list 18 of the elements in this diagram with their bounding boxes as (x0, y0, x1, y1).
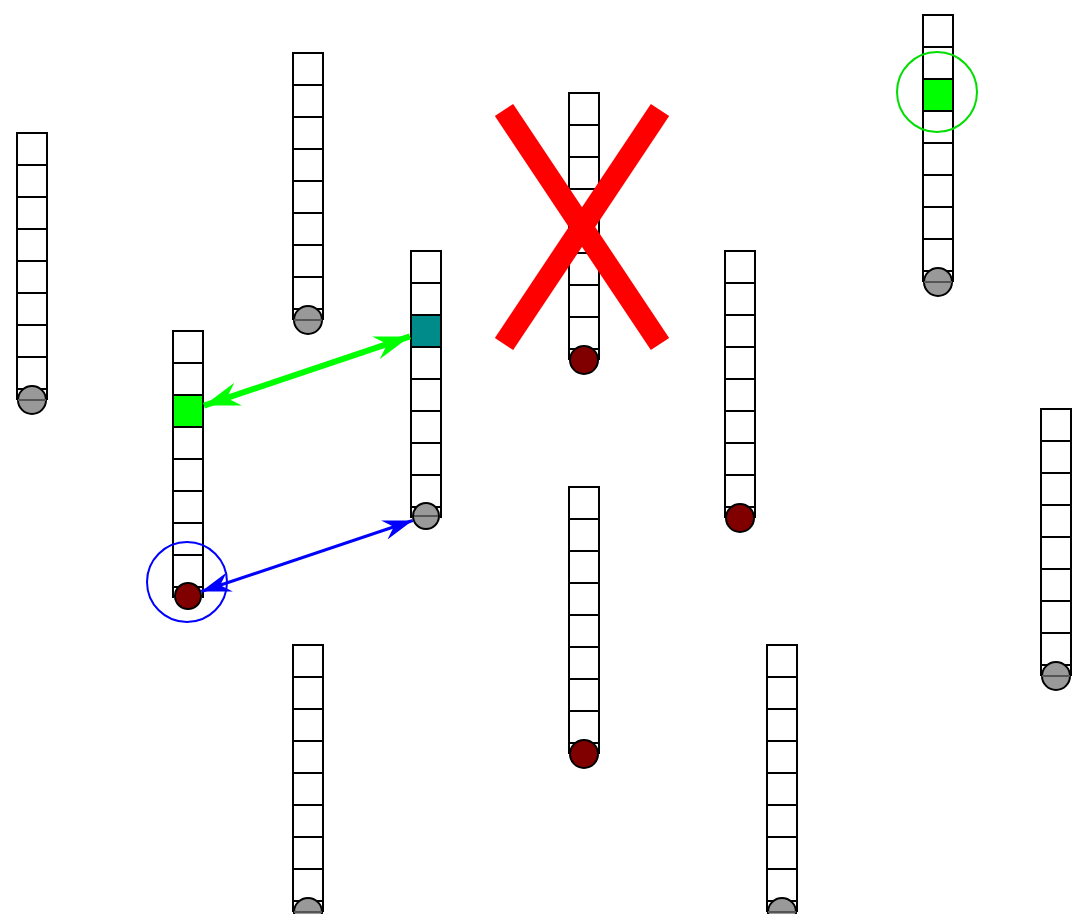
cell-column (1040, 408, 1072, 692)
cell-column (172, 330, 204, 614)
highlighted-cell (172, 394, 204, 428)
highlighted-cell (922, 78, 954, 112)
cell-column (16, 132, 48, 416)
double-arrow (203, 333, 411, 409)
highlighted-cell (410, 314, 442, 348)
ball (174, 582, 202, 610)
cell-column (568, 92, 600, 376)
double-arrow (200, 519, 414, 593)
cell-column (292, 644, 324, 914)
cell-column (568, 486, 600, 770)
cell-column (410, 250, 442, 534)
cell-column (724, 250, 756, 534)
ball (412, 502, 440, 530)
cell-column (766, 644, 798, 914)
cell-column (922, 14, 954, 298)
cell-column (292, 52, 324, 336)
